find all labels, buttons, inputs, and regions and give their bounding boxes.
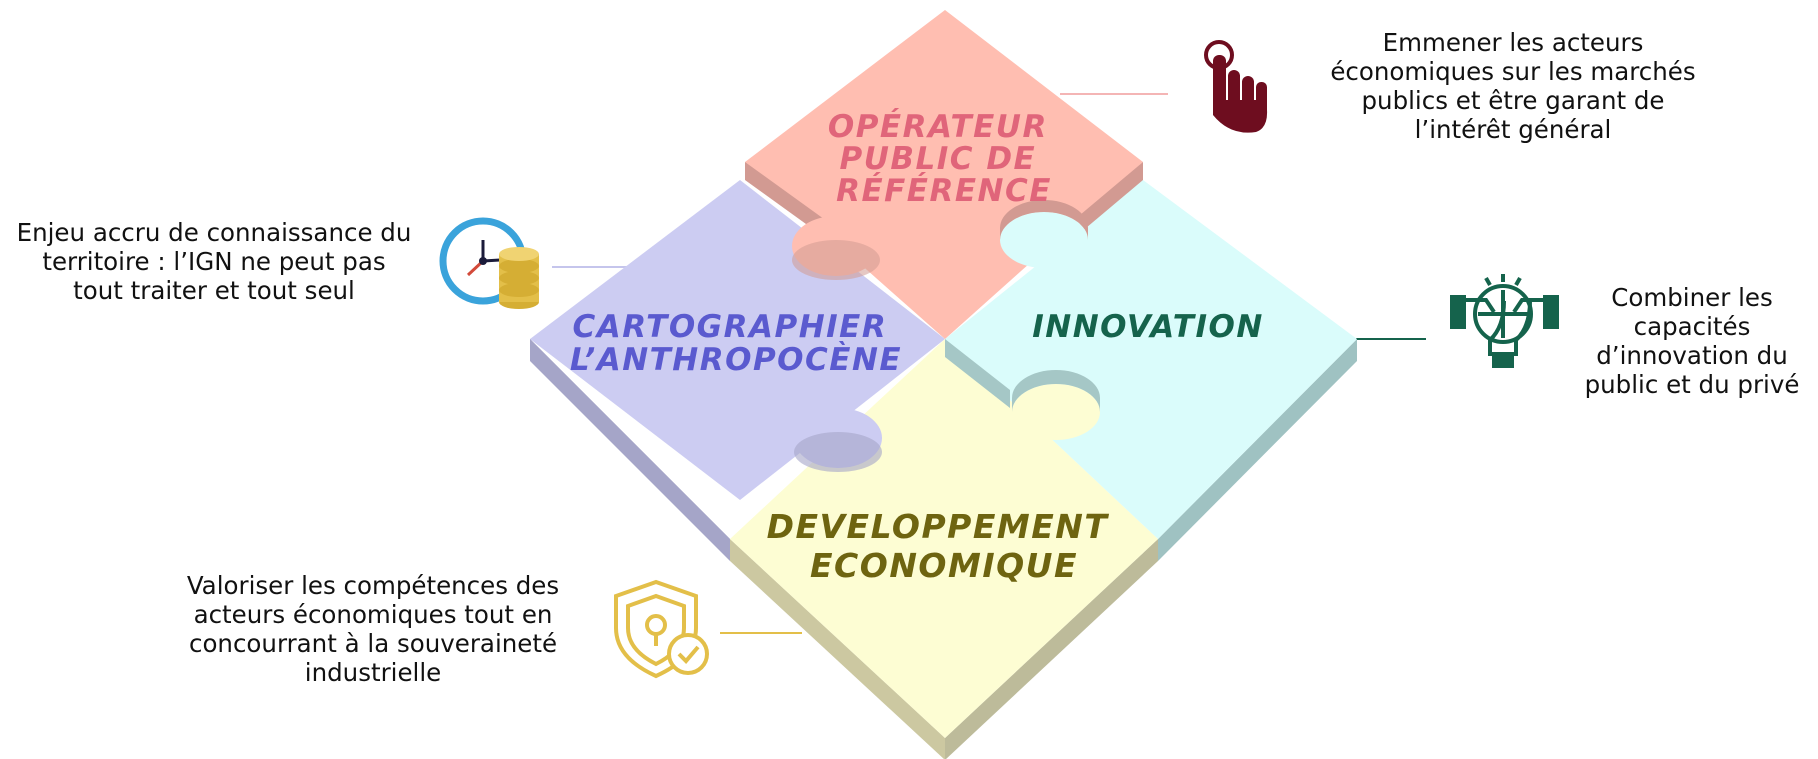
title-operateur: OPÉRATEUR PUBLIC DE RÉFÉRENCE xyxy=(828,109,1060,209)
description-cartographier: Enjeu accru de connaissance du territoir… xyxy=(0,218,428,305)
description-line: Emmener les acteurs xyxy=(1382,28,1644,57)
description-line: Enjeu accru de connaissance du xyxy=(16,218,412,247)
description-line: Combiner les xyxy=(1611,283,1773,312)
description-line: Valoriser les compétences des xyxy=(186,571,560,600)
knob-operateur-bottom-shade xyxy=(792,240,880,280)
puzzle-side-right xyxy=(1158,339,1357,561)
title-cartographier: CARTOGRAPHIER L’ANTHROPOCÈNE xyxy=(570,309,902,378)
puzzle-side-bottom-right xyxy=(945,539,1158,759)
hole-innovation-left-edge xyxy=(1012,370,1100,412)
description-line: l’intérêt général xyxy=(1414,115,1612,144)
description-line: capacités xyxy=(1633,312,1751,341)
description-line: concourrant à la souveraineté xyxy=(188,629,558,658)
hole-operateur-right-edge xyxy=(1000,200,1088,240)
description-line: public et du privé xyxy=(1584,370,1800,399)
description-innovation: Combiner les capacités d’innovation du p… xyxy=(1572,283,1812,399)
shield-lock-icon xyxy=(614,579,709,679)
description-line: territoire : l’IGN ne peut pas xyxy=(42,247,386,276)
innovation-side-left xyxy=(945,339,1010,408)
description-developpement: Valoriser les compétences des acteurs éc… xyxy=(166,571,580,687)
cartographier-side-bottom xyxy=(530,339,730,555)
hole-operateur-right xyxy=(1000,212,1088,268)
description-line: industrielle xyxy=(304,658,442,687)
operateur-side-right xyxy=(1080,162,1143,233)
title-developpement: DEVELOPPEMENT ECONOMIQUE xyxy=(767,507,1122,585)
knob-cartographier-right-shade xyxy=(794,432,882,472)
puzzle-piece-innovation xyxy=(945,180,1357,539)
puzzle-side-bottom-left xyxy=(730,539,945,759)
title-innovation: INNOVATION xyxy=(1032,309,1264,345)
description-line: économiques sur les marchés xyxy=(1330,57,1696,86)
description-line: d’innovation du xyxy=(1596,341,1788,370)
description-line: tout traiter et tout seul xyxy=(73,276,355,305)
puzzle-piece-operateur xyxy=(745,10,1143,339)
description-line: publics et être garant de xyxy=(1361,86,1665,115)
hole-innovation-left xyxy=(1012,384,1100,440)
clock-coins-icon xyxy=(439,217,539,309)
description-operateur: Emmener les acteurs économiques sur les … xyxy=(1293,28,1733,144)
hand-pointer-icon xyxy=(1196,40,1268,133)
description-line: acteurs économiques tout en xyxy=(193,600,553,629)
lightbulb-puzzle-icon xyxy=(1450,274,1559,368)
